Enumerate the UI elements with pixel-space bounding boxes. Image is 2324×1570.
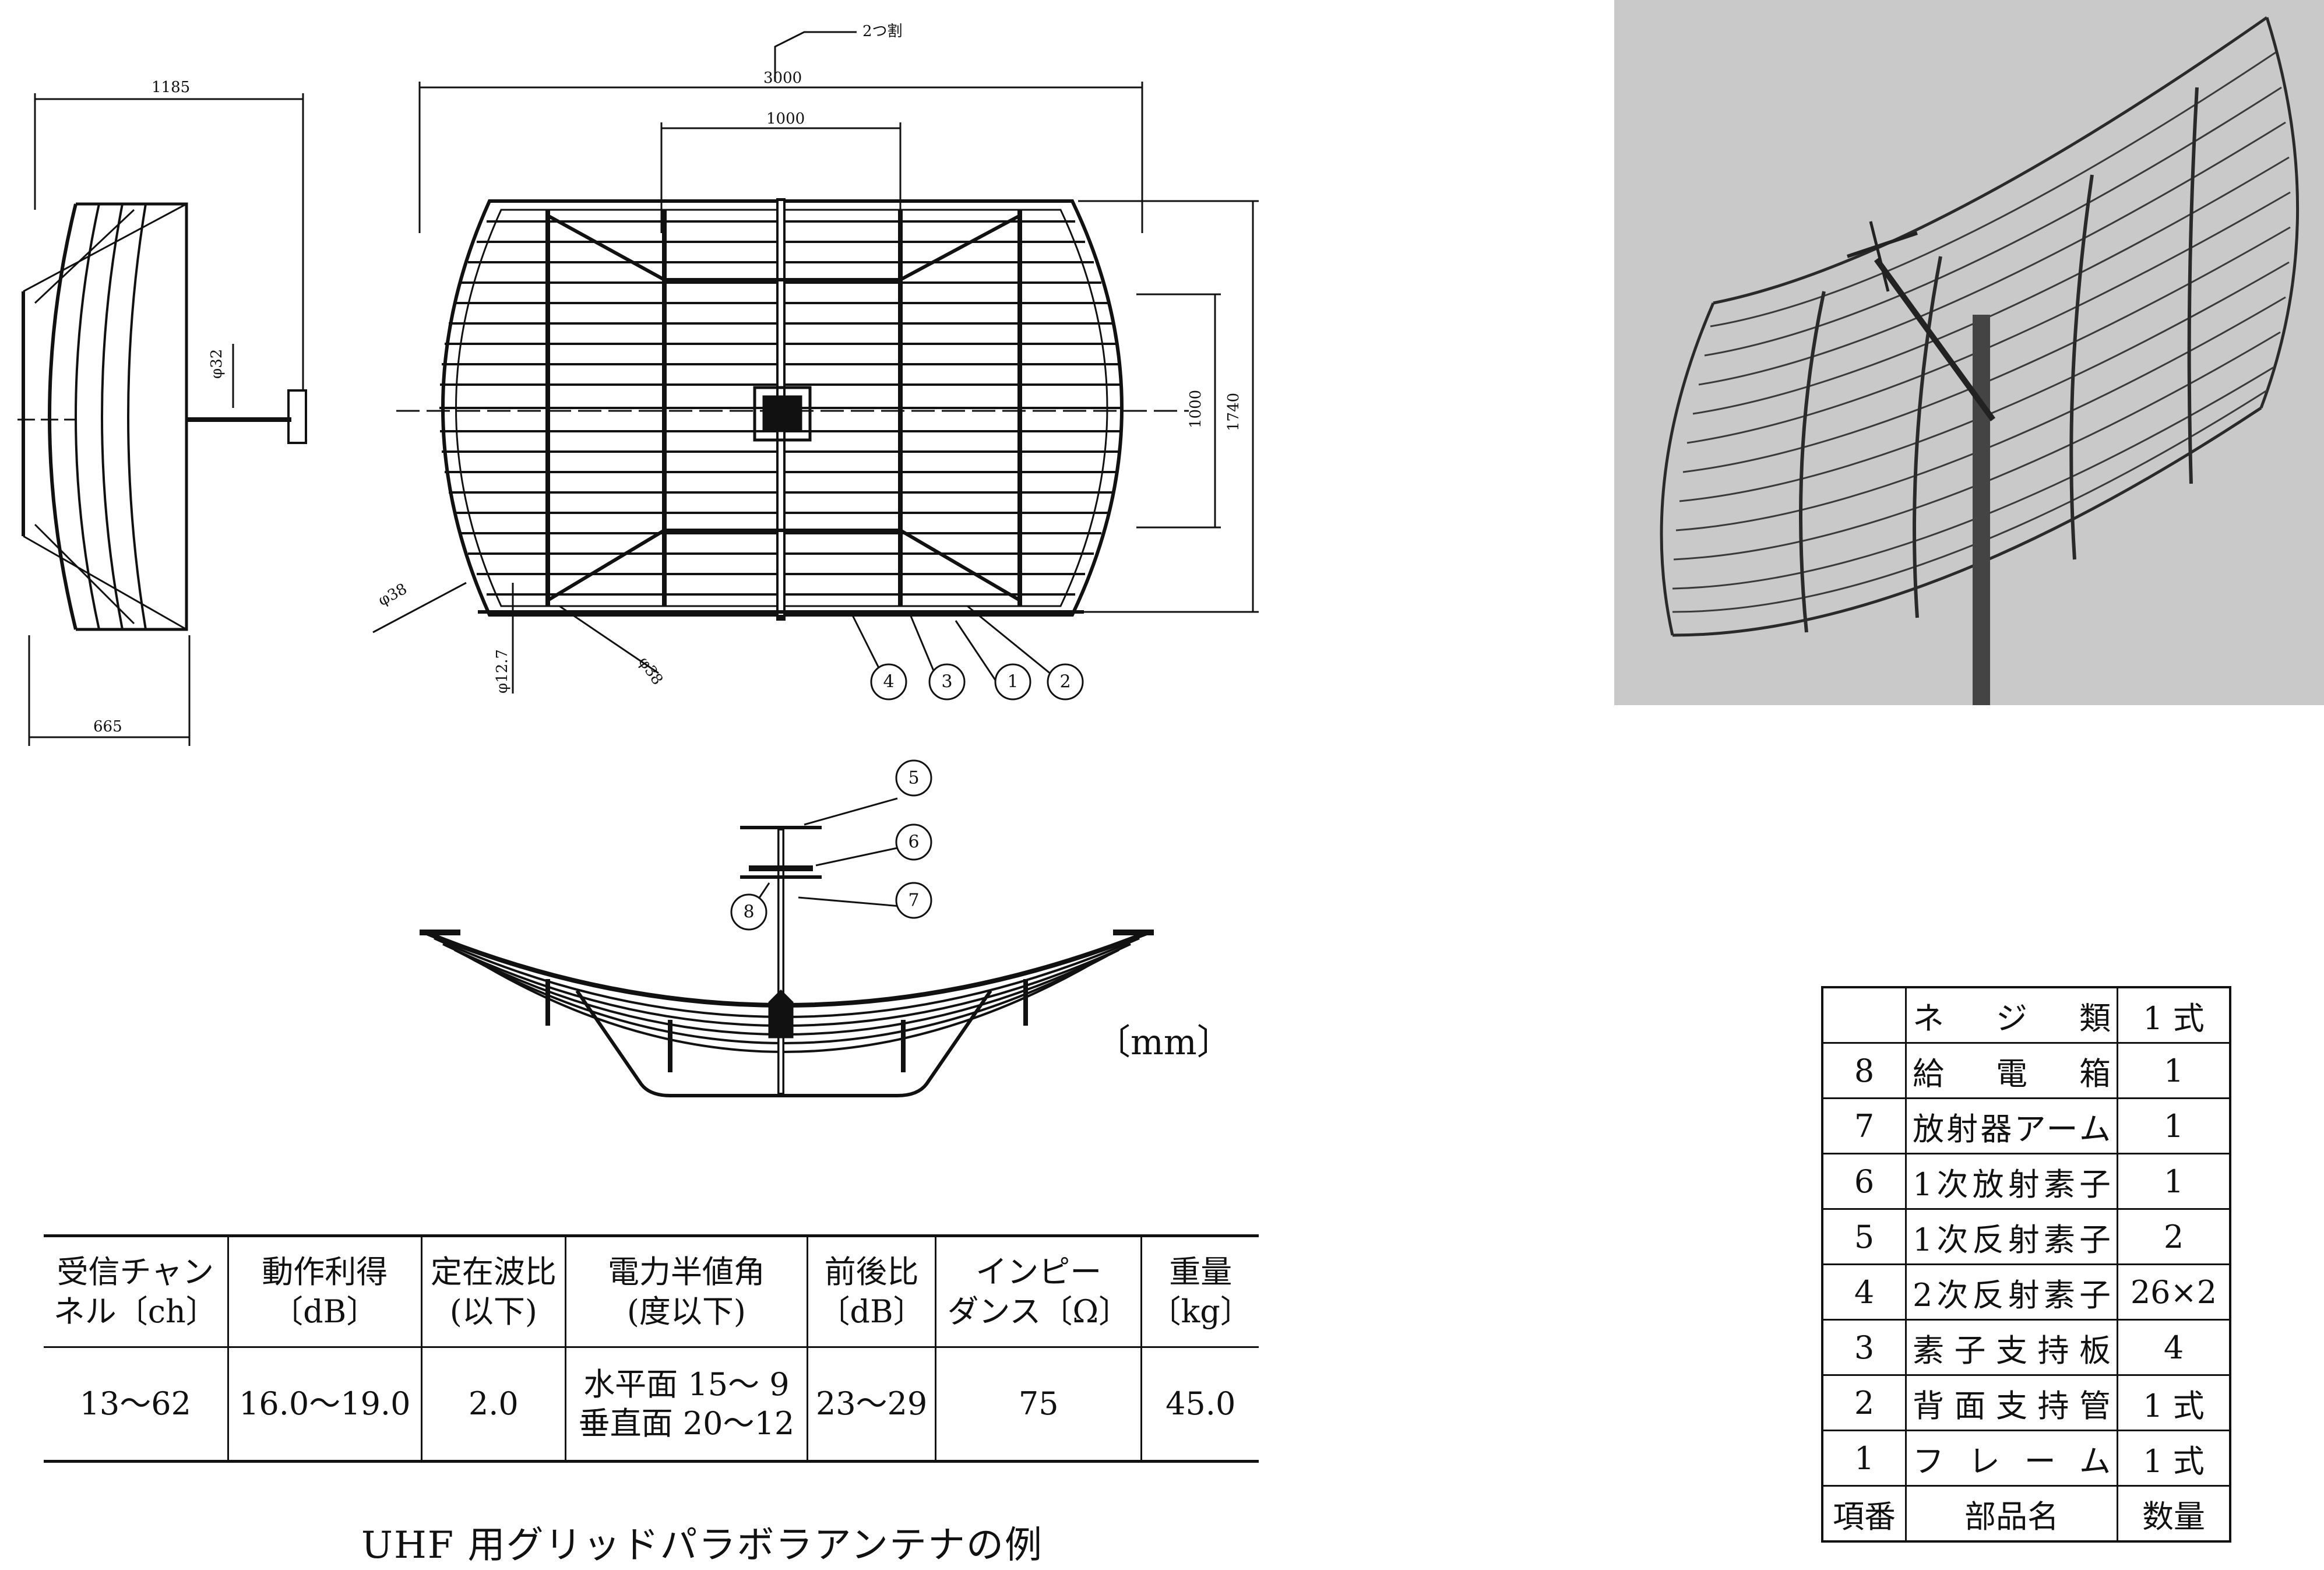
callout-5: 5 (908, 768, 919, 788)
header-impedance: インピーダンス〔Ω〕 (935, 1235, 1142, 1347)
front-view (372, 31, 1259, 694)
figure-caption: UHF 用グリッドパラボラアンテナの例 (361, 1524, 1043, 1567)
side-view (17, 93, 307, 746)
dim-center-height: 1000 (1187, 390, 1205, 428)
cell-channel: 13〜62 (79, 1385, 191, 1423)
header-vswr: 定在波比(以下) (420, 1235, 566, 1347)
header-front-back: 前後比〔dB〕 (806, 1235, 936, 1347)
spec-table-header-row: 受信チャンネル〔ch〕 動作利得〔dB〕 定在波比(以下) 電力半値角(度以下)… (44, 1235, 1259, 1347)
dim-mast-diameter: φ32 (208, 349, 226, 379)
callout-7: 7 (908, 890, 919, 911)
cell-front-back: 23〜29 (806, 1347, 936, 1462)
dim-split-note: 2つ割 (862, 23, 903, 40)
header-weight: 重量〔kg〕 (1140, 1235, 1259, 1347)
header-beam-width: 電力半値角(度以下) (564, 1235, 808, 1347)
dim-tube-diameter-1: φ38 (375, 580, 410, 610)
dim-rod-diameter: φ12.7 (494, 649, 511, 694)
cell-gain: 16.0〜19.0 (227, 1347, 422, 1462)
parts-table-footer: 項番部品名数量 (1821, 1485, 2231, 1543)
dim-side-depth: 665 (93, 718, 122, 735)
dim-side-width: 1185 (152, 79, 190, 96)
dim-center-width: 1000 (766, 110, 805, 128)
callout-6: 6 (908, 832, 919, 853)
unit-label: 〔mm〕 (1096, 1022, 1232, 1063)
header-gain: 動作利得〔dB〕 (227, 1235, 422, 1347)
dim-total-width: 3000 (763, 69, 802, 87)
callout-3: 3 (941, 672, 952, 692)
dim-tube-diameter-2: φ38 (635, 654, 666, 688)
callout-1: 1 (1007, 672, 1018, 692)
cell-impedance: 75 (935, 1347, 1142, 1462)
callout-8: 8 (743, 902, 754, 923)
cell-weight: 45.0 (1140, 1347, 1259, 1462)
header-channel: 受信チャンネル〔ch〕 (53, 1254, 217, 1330)
dim-total-height: 1740 (1225, 393, 1242, 431)
top-view (420, 797, 1154, 1097)
spec-table: 受信チャンネル〔ch〕 動作利得〔dB〕 定在波比(以下) 電力半値角(度以下)… (44, 1234, 1259, 1463)
callout-2: 2 (1059, 672, 1071, 692)
cell-vswr: 2.0 (420, 1347, 566, 1462)
antenna-photo (1614, 0, 2324, 705)
callout-4: 4 (883, 672, 894, 692)
